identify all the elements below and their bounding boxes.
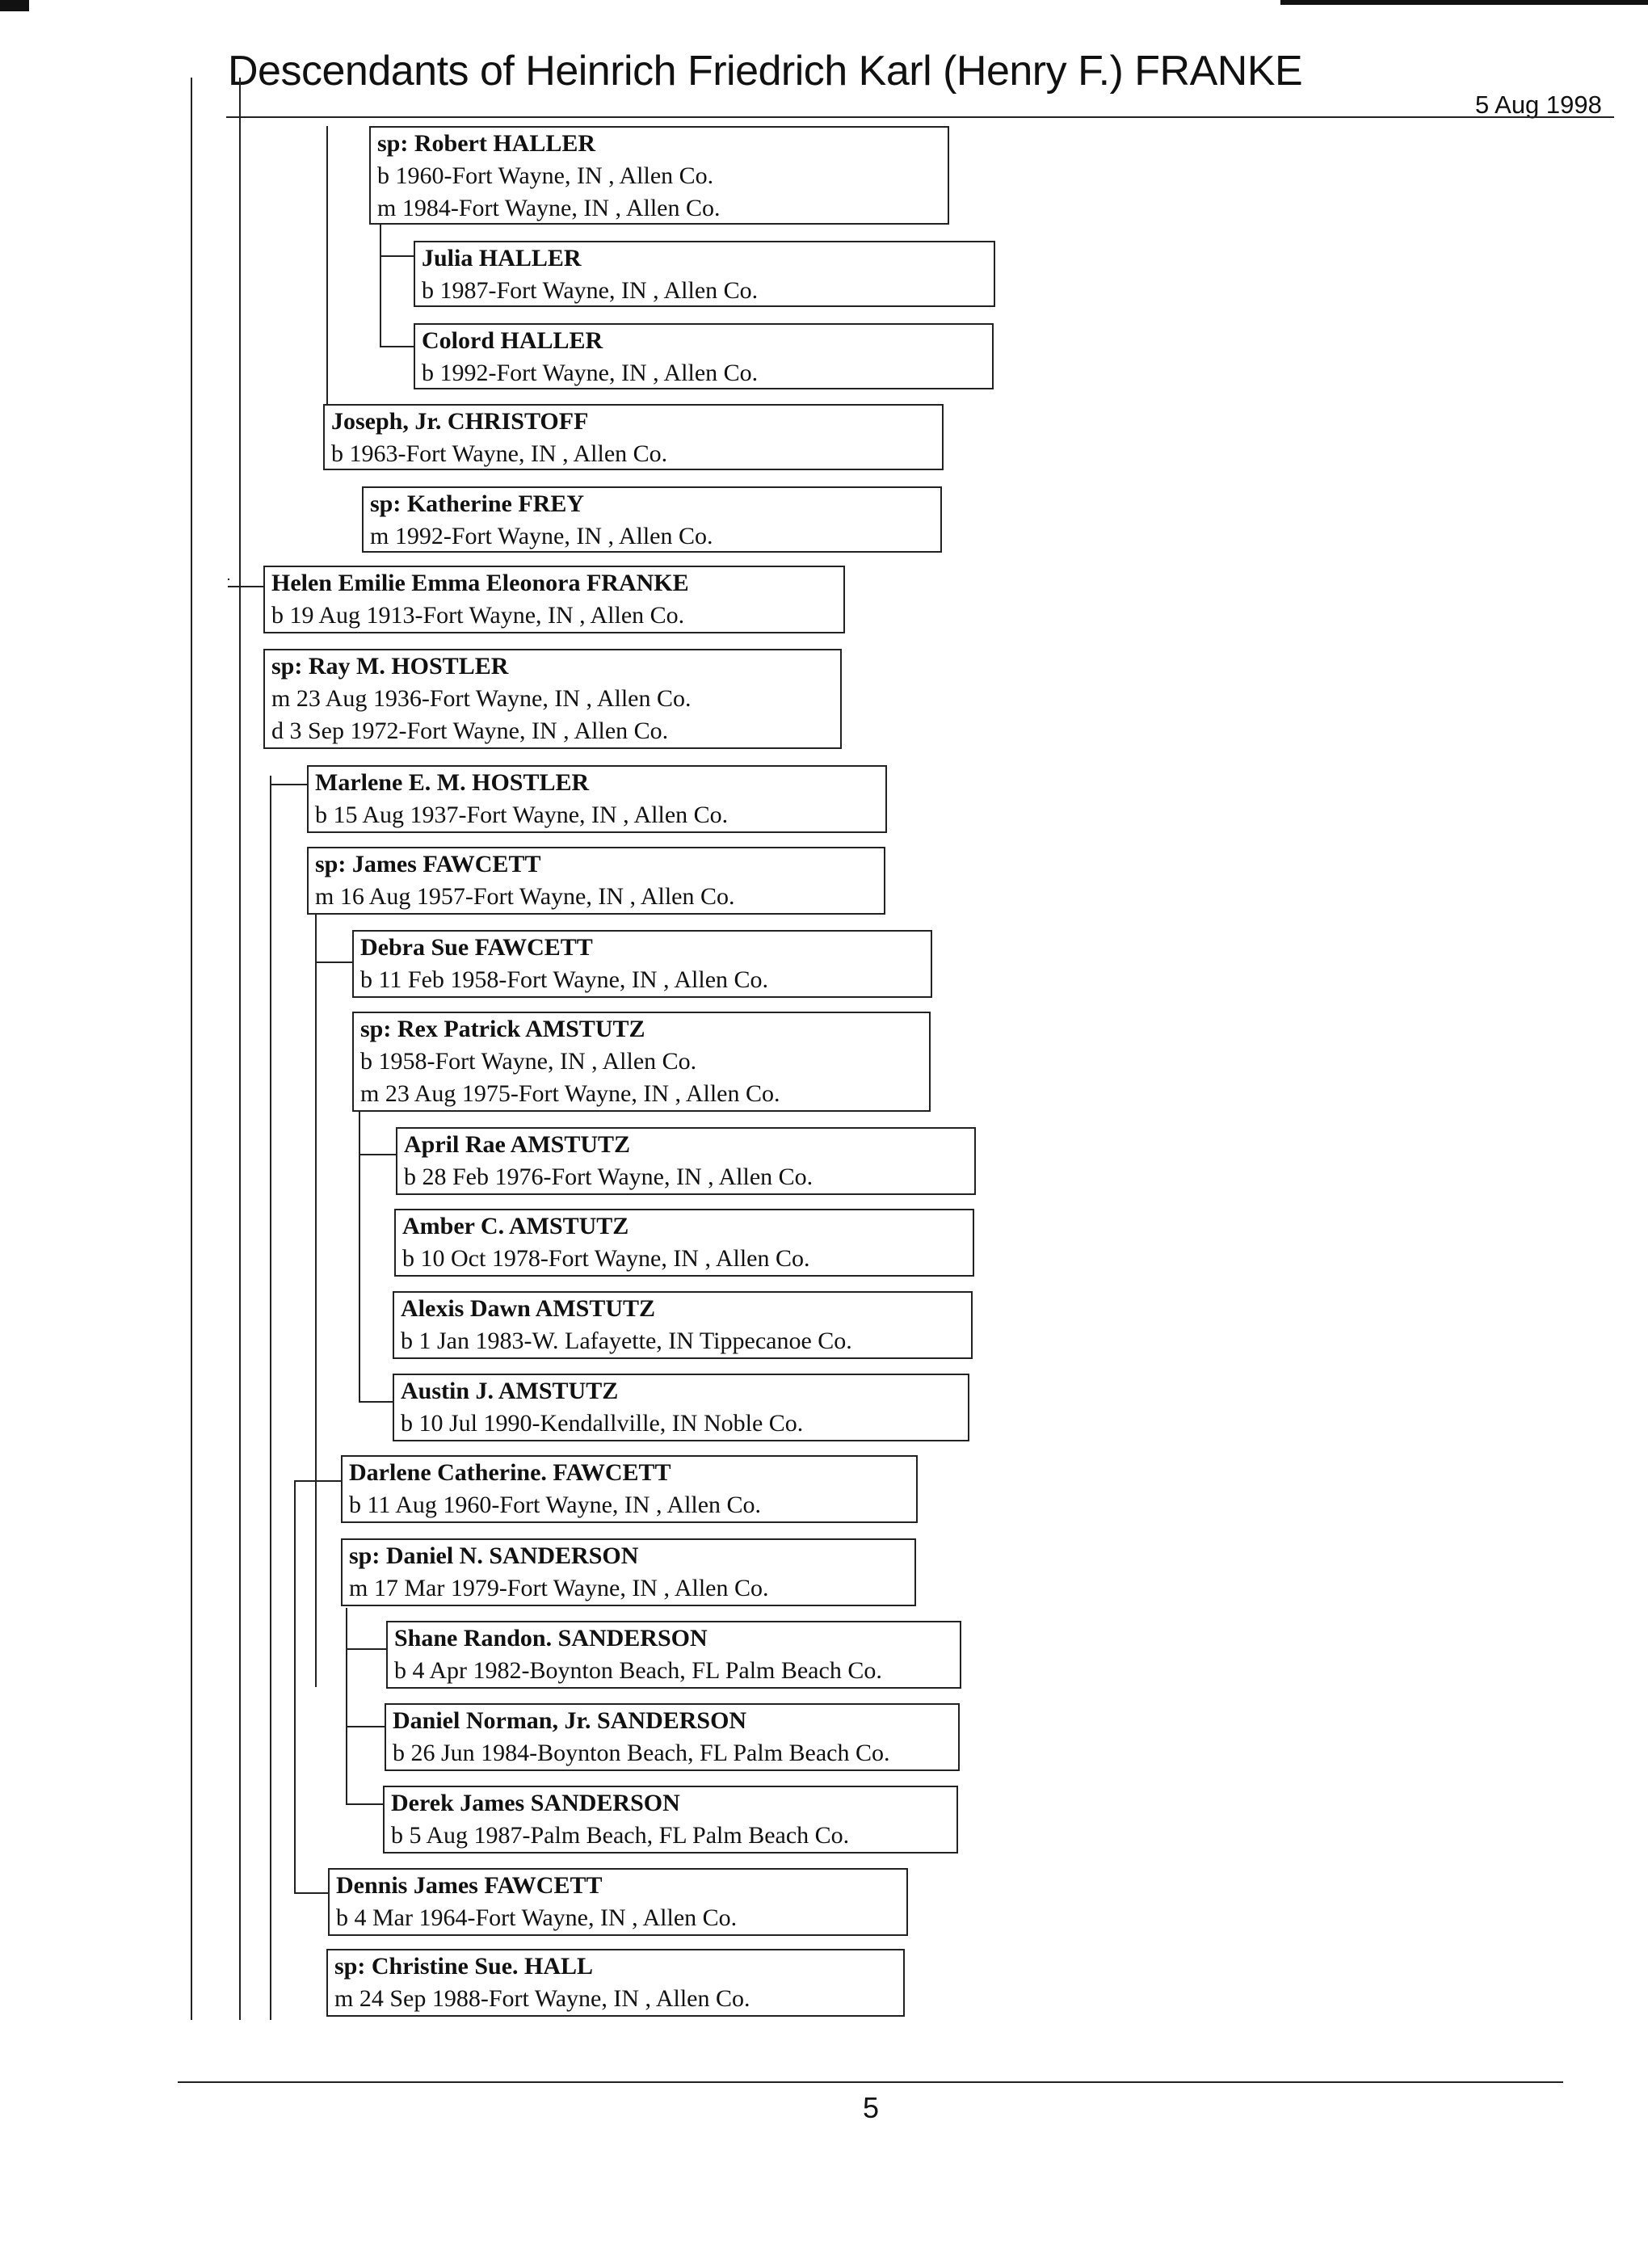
person-name: Debra Sue FAWCETT — [360, 934, 593, 961]
person-detail: b 4 Mar 1964-Fort Wayne, IN , Allen Co. — [336, 1904, 738, 1931]
person-name: Daniel Norman, Jr. SANDERSON — [393, 1707, 747, 1734]
connector-line — [359, 1112, 360, 1402]
connector-line — [359, 1401, 394, 1403]
person-name: Amber C. AMSTUTZ — [402, 1213, 629, 1239]
connector-line — [380, 255, 415, 257]
person-entry: Joseph, Jr. CHRISTOFF b 1963-Fort Wayne, … — [323, 404, 944, 470]
person-name: sp: Robert HALLER — [377, 130, 596, 157]
connector-line — [346, 1608, 347, 1804]
person-detail: b 1960-Fort Wayne, IN , Allen Co. — [377, 162, 714, 189]
person-name: Alexis Dawn AMSTUTZ — [401, 1295, 656, 1322]
connector-line — [346, 1726, 386, 1727]
connector-line — [315, 915, 317, 1687]
person-name: sp: Daniel N. SANDERSON — [349, 1542, 639, 1569]
person-name: sp: Ray M. HOSTLER — [271, 653, 509, 680]
connector-line — [239, 78, 241, 2020]
person-detail: b 19 Aug 1913-Fort Wayne, IN , Allen Co. — [271, 602, 685, 629]
person-entry: Shane Randon. SANDERSON b 4 Apr 1982-Boyn… — [386, 1621, 961, 1689]
connector-line — [380, 346, 415, 347]
person-name: sp: Rex Patrick AMSTUTZ — [360, 1016, 645, 1042]
connector-line — [294, 1892, 330, 1894]
person-name: Joseph, Jr. CHRISTOFF — [331, 408, 589, 435]
person-detail: b 11 Feb 1958-Fort Wayne, IN , Allen Co. — [360, 966, 769, 993]
person-entry: Debra Sue FAWCETT b 11 Feb 1958-Fort Wayn… — [352, 930, 932, 998]
person-detail: b 5 Aug 1987-Palm Beach, FL Palm Beach C… — [391, 1822, 850, 1849]
connector-line — [294, 1480, 343, 1482]
person-detail: m 23 Aug 1975-Fort Wayne, IN , Allen Co. — [360, 1080, 780, 1107]
person-entry: sp: Ray M. HOSTLER m 23 Aug 1936-Fort Way… — [263, 649, 842, 749]
page-number: 5 — [863, 2091, 880, 2124]
person-entry: Julia HALLER b 1987-Fort Wayne, IN , Alle… — [414, 241, 995, 307]
person-detail: m 16 Aug 1957-Fort Wayne, IN , Allen Co. — [315, 883, 735, 910]
connector-line — [228, 586, 265, 587]
person-entry: sp: James FAWCETT m 16 Aug 1957-Fort Wayn… — [307, 847, 885, 915]
person-entry: Darlene Catherine. FAWCETT b 11 Aug 1960-… — [341, 1455, 918, 1523]
person-entry: Dennis James FAWCETT b 4 Mar 1964-Fort Wa… — [328, 1868, 908, 1936]
person-entry: Daniel Norman, Jr. SANDERSON b 26 Jun 198… — [385, 1703, 960, 1771]
connector-line — [380, 225, 381, 346]
person-name: Darlene Catherine. FAWCETT — [349, 1459, 671, 1486]
connector-line — [346, 1803, 385, 1805]
person-detail: b 26 Jun 1984-Boynton Beach, FL Palm Bea… — [393, 1740, 890, 1766]
person-detail: b 1958-Fort Wayne, IN , Allen Co. — [360, 1048, 697, 1075]
connector-line — [326, 126, 328, 425]
person-name: Dennis James FAWCETT — [336, 1872, 603, 1899]
person-detail: d 3 Sep 1972-Fort Wayne, IN , Allen Co. — [271, 717, 669, 744]
person-entry: Derek James SANDERSON b 5 Aug 1987-Palm B… — [383, 1786, 958, 1854]
scan-edge-mark-right — [1280, 0, 1648, 5]
connector-line — [270, 784, 309, 785]
person-detail: m 1992-Fort Wayne, IN , Allen Co. — [370, 523, 713, 549]
connector-line — [191, 78, 192, 2020]
person-detail: m 1984-Fort Wayne, IN , Allen Co. — [377, 195, 721, 221]
person-name: Austin J. AMSTUTZ — [401, 1378, 619, 1404]
person-detail: m 17 Mar 1979-Fort Wayne, IN , Allen Co. — [349, 1575, 769, 1601]
person-detail: b 28 Feb 1976-Fort Wayne, IN , Allen Co. — [404, 1163, 813, 1190]
connector-line — [346, 1648, 388, 1650]
person-entry: sp: Katherine FREY m 1992-Fort Wayne, IN … — [362, 486, 942, 553]
person-entry: Marlene E. M. HOSTLER b 15 Aug 1937-Fort … — [307, 765, 887, 833]
person-detail: b 10 Oct 1978-Fort Wayne, IN , Allen Co. — [402, 1245, 810, 1272]
page-title: Descendants of Heinrich Friedrich Karl (… — [228, 48, 1303, 95]
person-entry: April Rae AMSTUTZ b 28 Feb 1976-Fort Wayn… — [396, 1127, 976, 1195]
person-name: Colord HALLER — [422, 327, 603, 354]
connector-line — [359, 1154, 397, 1155]
person-name: sp: James FAWCETT — [315, 851, 541, 877]
person-entry: Amber C. AMSTUTZ b 10 Oct 1978-Fort Wayne… — [394, 1209, 974, 1277]
report-date: 5 Aug 1998 — [1475, 90, 1602, 119]
person-name: sp: Christine Sue. HALL — [334, 1953, 594, 1980]
person-name: Derek James SANDERSON — [391, 1790, 680, 1816]
person-detail: b 4 Apr 1982-Boynton Beach, FL Palm Beac… — [394, 1657, 882, 1684]
footer-rule — [178, 2081, 1563, 2083]
person-entry: sp: Christine Sue. HALL m 24 Sep 1988-For… — [326, 1949, 905, 2017]
person-detail: b 1963-Fort Wayne, IN , Allen Co. — [331, 440, 668, 467]
person-entry: sp: Rex Patrick AMSTUTZ b 1958-Fort Wayne… — [352, 1012, 931, 1112]
person-detail: b 1 Jan 1983-W. Lafayette, IN Tippecanoe… — [401, 1328, 852, 1354]
person-entry: sp: Robert HALLER b 1960-Fort Wayne, IN ,… — [369, 126, 949, 225]
connector-line — [315, 961, 354, 963]
person-name: Julia HALLER — [422, 245, 582, 271]
connector-line — [270, 776, 271, 2020]
person-name: Marlene E. M. HOSTLER — [315, 769, 590, 796]
person-entry: Helen Emilie Emma Eleonora FRANKE b 19 Au… — [263, 566, 845, 633]
person-entry: sp: Daniel N. SANDERSON m 17 Mar 1979-For… — [341, 1538, 916, 1606]
person-name: Shane Randon. SANDERSON — [394, 1625, 708, 1652]
person-name: Helen Emilie Emma Eleonora FRANKE — [271, 570, 689, 596]
person-name: sp: Katherine FREY — [370, 490, 584, 517]
person-detail: m 24 Sep 1988-Fort Wayne, IN , Allen Co. — [334, 1985, 750, 2012]
person-detail: b 10 Jul 1990-Kendallville, IN Noble Co. — [401, 1410, 804, 1437]
person-detail: b 11 Aug 1960-Fort Wayne, IN , Allen Co. — [349, 1492, 762, 1518]
person-detail: b 1987-Fort Wayne, IN , Allen Co. — [422, 277, 759, 304]
person-entry: Colord HALLER b 1992-Fort Wayne, IN , All… — [414, 323, 994, 389]
person-detail: b 1992-Fort Wayne, IN , Allen Co. — [422, 360, 759, 386]
person-name: April Rae AMSTUTZ — [404, 1131, 631, 1158]
scan-edge-mark-left — [0, 0, 29, 11]
person-entry: Alexis Dawn AMSTUTZ b 1 Jan 1983-W. Lafay… — [393, 1291, 973, 1359]
person-detail: m 23 Aug 1936-Fort Wayne, IN , Allen Co. — [271, 685, 692, 712]
person-entry: Austin J. AMSTUTZ b 10 Jul 1990-Kendallvi… — [393, 1374, 969, 1441]
connector-line — [294, 1480, 296, 1892]
header-rule — [226, 116, 1614, 118]
person-detail: b 15 Aug 1937-Fort Wayne, IN , Allen Co. — [315, 802, 729, 828]
connector-line — [228, 579, 229, 580]
